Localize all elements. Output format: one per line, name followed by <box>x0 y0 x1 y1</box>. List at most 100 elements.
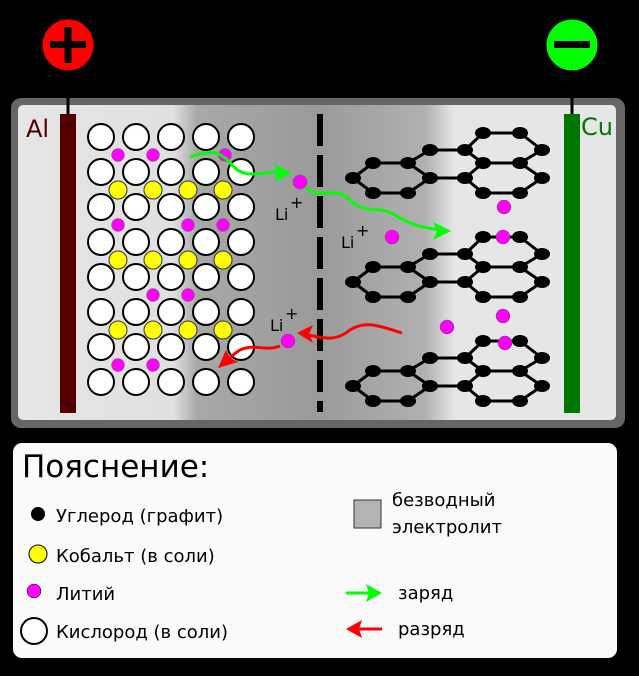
carbon-atom <box>475 365 491 377</box>
cathode-lattice <box>87 123 255 396</box>
cobalt-atom <box>213 180 233 200</box>
carbon-atom <box>422 380 438 392</box>
carbon-atom <box>422 172 438 184</box>
oxygen-atom <box>157 193 185 221</box>
carbon-atom <box>365 291 381 303</box>
positive-terminal-icon <box>41 18 95 72</box>
discharge-arrows <box>218 323 403 368</box>
oxygen-atom <box>157 298 185 326</box>
lithium-legend-icon <box>26 583 42 599</box>
svg-text:+: + <box>285 304 298 323</box>
oxygen-atom <box>157 123 185 151</box>
lithium-atom <box>146 288 160 302</box>
legend-item-cobalt: Кобальт (в соли) <box>56 546 215 567</box>
oxygen-atom <box>122 158 150 186</box>
oxygen-atom <box>192 298 220 326</box>
cobalt-legend-icon <box>28 544 48 564</box>
legend-charge: заряд <box>398 583 453 604</box>
lithium-atom <box>146 148 160 162</box>
cobalt-atom <box>213 250 233 270</box>
carbon-atom <box>475 261 491 273</box>
carbon-atom <box>457 380 473 392</box>
carbon-atom <box>534 352 550 364</box>
graphite-layer <box>345 231 550 303</box>
carbon-atom <box>512 231 528 243</box>
lithium-atom <box>111 358 125 372</box>
oxygen-atom <box>87 193 115 221</box>
carbon-atom <box>457 248 473 260</box>
lithium-ion <box>496 199 512 215</box>
li-ion-label: Li + <box>275 193 303 224</box>
oxygen-atom <box>192 193 220 221</box>
carbon-atom <box>512 395 528 407</box>
lithium-ion <box>280 333 296 349</box>
oxygen-atom <box>227 193 255 221</box>
charge-arrow-icon <box>346 584 382 602</box>
legend-electrolyte-line1: безводный <box>392 490 496 511</box>
svg-text:+: + <box>356 221 369 240</box>
oxygen-atom <box>227 228 255 256</box>
electrolyte-legend-icon <box>353 499 382 529</box>
legend-item-lithium: Литий <box>56 584 115 605</box>
oxygen-atom <box>87 123 115 151</box>
lithium-atom <box>111 218 125 232</box>
carbon-atom <box>345 380 361 392</box>
carbon-atom <box>422 276 438 288</box>
graphite-anode <box>345 127 550 407</box>
carbon-atom <box>400 291 416 303</box>
oxygen-atom <box>122 333 150 361</box>
oxygen-atom <box>122 368 150 396</box>
carbon-atom <box>534 248 550 260</box>
lithium-atom <box>146 358 160 372</box>
cobalt-atom <box>178 250 198 270</box>
oxygen-atom <box>192 368 220 396</box>
carbon-atom <box>534 276 550 288</box>
carbon-legend-icon <box>31 507 45 521</box>
lithium-atom <box>181 218 195 232</box>
carbon-atom <box>400 395 416 407</box>
oxygen-atom <box>122 123 150 151</box>
carbon-atom <box>475 335 491 347</box>
carbon-atom <box>400 157 416 169</box>
carbon-atom <box>512 335 528 347</box>
oxygen-atom <box>122 193 150 221</box>
oxygen-atom <box>87 333 115 361</box>
cobalt-atom <box>108 180 128 200</box>
oxygen-atom <box>87 228 115 256</box>
svg-text:Li: Li <box>341 233 354 252</box>
carbon-atom <box>365 187 381 199</box>
legend-title: Пояснение: <box>22 449 209 485</box>
carbon-atom <box>400 261 416 273</box>
graphite-layer <box>345 127 550 199</box>
discharge-arrow-icon <box>346 620 382 638</box>
carbon-atom <box>475 291 491 303</box>
carbon-atom <box>422 352 438 364</box>
lithium-atom <box>216 218 230 232</box>
lithium-ion <box>495 308 511 324</box>
free-lithium-ions <box>280 174 513 351</box>
cobalt-atom <box>143 180 163 200</box>
carbon-atom <box>422 248 438 260</box>
negative-terminal-icon <box>545 18 599 72</box>
carbon-atom <box>457 172 473 184</box>
oxygen-atom <box>227 263 255 291</box>
carbon-atom <box>512 187 528 199</box>
lithium-ion <box>439 319 455 335</box>
svg-text:+: + <box>290 193 303 212</box>
oxygen-atom <box>122 263 150 291</box>
carbon-atom <box>534 380 550 392</box>
carbon-atom <box>345 276 361 288</box>
carbon-atom <box>365 157 381 169</box>
carbon-atom <box>512 261 528 273</box>
oxygen-atom <box>157 263 185 291</box>
oxygen-atom <box>227 368 255 396</box>
lithium-ion <box>497 335 513 351</box>
oxygen-atom <box>192 263 220 291</box>
carbon-atom <box>534 172 550 184</box>
carbon-atom <box>400 365 416 377</box>
oxygen-atom <box>192 158 220 186</box>
oxygen-atom <box>192 228 220 256</box>
svg-text:Li: Li <box>270 316 283 335</box>
carbon-atom <box>534 144 550 156</box>
